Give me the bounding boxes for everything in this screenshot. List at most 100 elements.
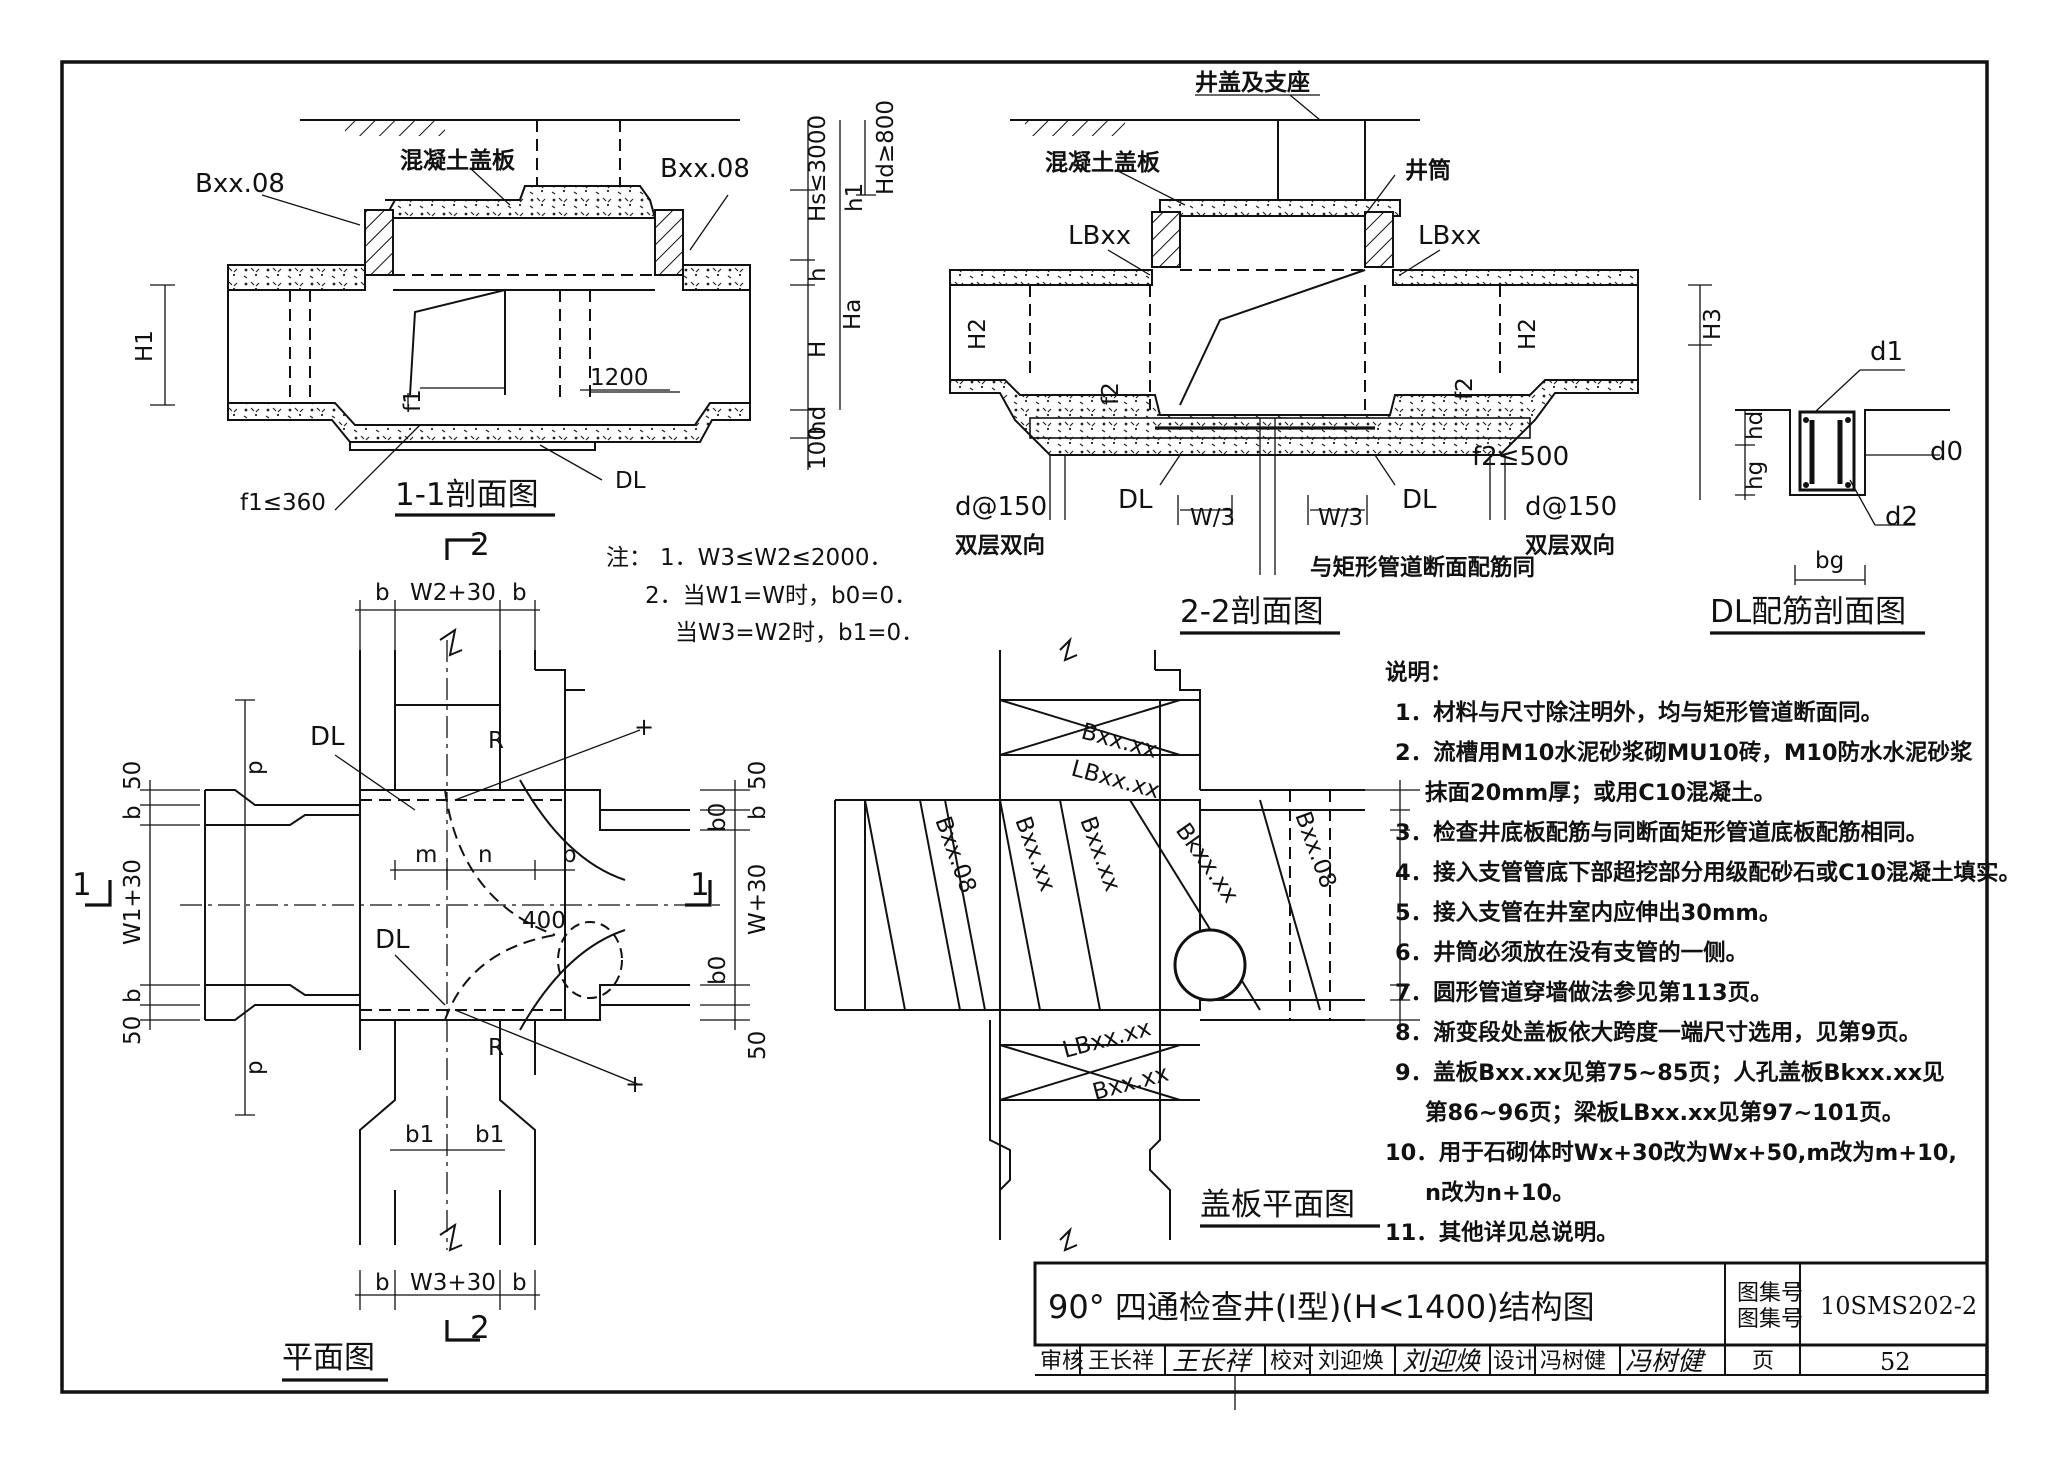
note-2: 2．流槽用M10水泥砂浆砌MU10砖，M10防水水泥砂浆 xyxy=(1395,739,1973,766)
plan-sec1-right: 1 xyxy=(690,867,710,903)
plan-b1-left: b1 xyxy=(405,1122,434,1148)
section-1-1-title: 1-1剖面图 xyxy=(395,477,539,513)
dim-f2-left: f2 xyxy=(1098,382,1124,405)
checker-signature: 刘迎焕 xyxy=(1402,1347,1481,1377)
dim-hd: Hd≥800 xyxy=(873,100,899,195)
dim-h: h xyxy=(805,267,831,282)
plan-sec2-top: 2 xyxy=(470,527,490,563)
lb-right-label: LBxx xyxy=(1418,221,1481,251)
plan-dl-top: DL xyxy=(310,722,345,752)
check-label: 校对 xyxy=(1270,1349,1314,1374)
svg-text:+: + xyxy=(625,1070,645,1098)
top-notes: 注： 1．W3≤W2≤2000． 2．当W1=W时，b0=0． 当W3=W2时，… xyxy=(606,545,924,646)
hg-label: hg xyxy=(1742,461,1768,490)
dim-H2-left: H2 xyxy=(965,318,991,350)
plan-p-bottom: p xyxy=(242,1060,268,1075)
page-number: 52 xyxy=(1880,1348,1911,1376)
dim-f1: f1 xyxy=(400,389,426,412)
plan-50-top: 50 xyxy=(120,761,146,790)
dim-H: H xyxy=(805,341,831,358)
plan-m: m xyxy=(415,842,437,868)
rebar-right: d@150 xyxy=(1525,492,1617,522)
plan-p-top: p xyxy=(242,760,268,775)
hd-label: hd xyxy=(1742,411,1768,440)
plan-b-left-bottom: b xyxy=(120,988,146,1003)
cover-label-4: Bxx.xx xyxy=(1009,813,1060,895)
plan-left-width: W1+30 xyxy=(120,859,146,945)
sheet-border xyxy=(60,60,1989,1394)
title-block: 90° 四通检查井(Ⅰ型)(H<1400)结构图 图集号 图集号 10SMS20… xyxy=(1033,1261,1989,1410)
shaft-label: 井筒 xyxy=(1405,157,1451,184)
plan-b-bottom-left: b xyxy=(375,1270,390,1296)
page-label: 页 xyxy=(1752,1349,1774,1374)
dim-100: 100 xyxy=(805,426,831,470)
dl-label: DL xyxy=(615,468,646,494)
cover-label-7: Bxx.08 xyxy=(1289,808,1341,892)
cover-label-3: Bxx.08 xyxy=(929,813,981,897)
double-right: 双层双向 xyxy=(1525,532,1615,559)
atlas-label-1: 图集号 xyxy=(1737,1281,1803,1306)
bg-label: bg xyxy=(1815,548,1844,574)
reviewer-name: 王长祥 xyxy=(1088,1349,1154,1374)
dim-h1: h1 xyxy=(842,183,868,212)
plan-b-bottom-right: b xyxy=(512,1270,527,1296)
note-8: 8．渐变段处盖板依大跨度一端尺寸选用，见第9页。 xyxy=(1395,1019,1921,1046)
designer-name: 冯树健 xyxy=(1540,1349,1606,1374)
plan-sec1-left: 1 xyxy=(72,867,92,903)
top-notes-prefix: 注： xyxy=(606,545,652,571)
cover-label-2: LBxx.xx xyxy=(1068,756,1162,805)
plan-title: 平面图 xyxy=(282,1340,375,1376)
same-rebar-label: 与矩形管道断面配筋同 xyxy=(1310,554,1535,581)
H3-label: H3 xyxy=(1700,308,1726,340)
f1-limit: f1≤360 xyxy=(240,490,326,516)
plan-R-bottom: R xyxy=(488,1035,504,1061)
dim-H1: H1 xyxy=(132,330,158,362)
plan-n: n xyxy=(478,842,493,868)
dl-detail-title: DL配筋剖面图 xyxy=(1710,594,1906,630)
plan-R-top: R xyxy=(488,728,504,754)
reviewer-signature: 王长祥 xyxy=(1172,1347,1253,1377)
section-2-2: 井盖及支座 混凝土盖板 井筒 LBxx LBxx H2 H2 f2 f2 f2≤… xyxy=(949,69,1639,635)
plan-sec2-bottom: 2 xyxy=(470,1310,490,1346)
double-left: 双层双向 xyxy=(955,532,1045,559)
dim-f2-right: f2 xyxy=(1452,377,1478,400)
cover-plan-title: 盖板平面图 xyxy=(1200,1187,1355,1223)
plan-dl-bottom: DL xyxy=(375,925,410,955)
note-7: 7．圆形管道穿墙做法参见第113页。 xyxy=(1395,979,1773,1006)
d0-label: d0 xyxy=(1930,437,1963,467)
dim-1200: 1200 xyxy=(590,365,649,391)
cover-seat-label: 井盖及支座 xyxy=(1195,69,1310,96)
note-9: 9．盖板Bxx.xx见第75~85页；人孔盖板Bkxx.xx见 xyxy=(1395,1059,1945,1086)
note-9b: 第86~96页；梁板LBxx.xx见第97~101页。 xyxy=(1425,1099,1904,1126)
cover-width: W+30 xyxy=(745,864,771,935)
section-1-1: Bxx.08 Bxx.08 混凝土盖板 1200 f1 f1≤360 DL H1… xyxy=(132,100,899,517)
plan-b-mid: b xyxy=(562,842,577,868)
plan-b-left-top: b xyxy=(120,805,146,820)
note-2b: 抹面20mm厚；或用C10混凝土。 xyxy=(1425,779,1776,806)
drawing-title: 90° 四通检查井(Ⅰ型)(H<1400)结构图 xyxy=(1048,1288,1595,1326)
dl-rebar-detail: d1 d0 d2 hd hg bg H3 DL配筋剖面图 xyxy=(1688,284,1963,635)
cover-b-top: b xyxy=(745,805,771,820)
top-notes-line-1: 1．W3≤W2≤2000． xyxy=(660,545,892,571)
dim-hd-small: hd xyxy=(805,406,831,435)
dim-H2-right: H2 xyxy=(1515,318,1541,350)
plan-b-top-left: b xyxy=(375,580,390,606)
plan-50-bottom: 50 xyxy=(120,1016,146,1045)
section-2-2-title: 2-2剖面图 xyxy=(1180,594,1324,630)
note-4: 4．接入支管管底下部超挖部分用级配砂石或C10混凝土填实。 xyxy=(1395,859,2021,886)
plan-bottom-width: W3+30 xyxy=(410,1270,496,1296)
d2-label: d2 xyxy=(1885,502,1918,532)
dim-hs: Hs≤3000 xyxy=(805,115,831,222)
f2-limit: f2≤500 xyxy=(1472,442,1569,472)
note-10: 10．用于石砌体时Wx+30改为Wx+50,m改为m+10, xyxy=(1385,1140,1957,1166)
svg-text:+: + xyxy=(634,713,654,741)
designer-signature: 冯树健 xyxy=(1625,1347,1707,1377)
atlas-number: 10SMS202-2 xyxy=(1820,1292,1977,1320)
w3-right: W/3 xyxy=(1318,505,1363,531)
top-notes-line-3: 当W3=W2时，b1=0． xyxy=(675,620,924,646)
top-notes-line-2: 2．当W1=W时，b0=0． xyxy=(645,583,917,609)
plate-left-label: Bxx.08 xyxy=(195,169,285,199)
note-10b: n改为n+10。 xyxy=(1425,1180,1575,1206)
note-3: 3．检查井底板配筋与同断面矩形管道底板配筋相同。 xyxy=(1395,819,1928,846)
design-label: 设计 xyxy=(1493,1349,1537,1374)
